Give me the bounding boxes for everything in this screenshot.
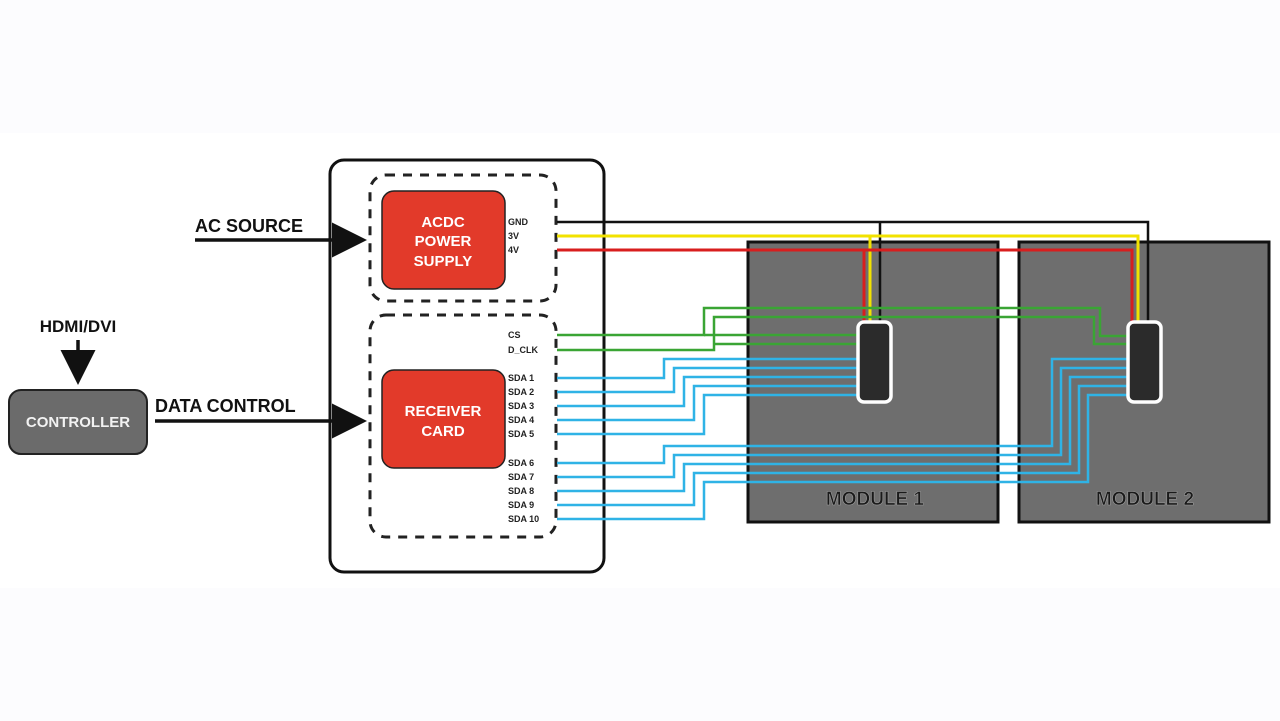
power-supply-line-3: SUPPLY bbox=[414, 253, 473, 270]
pin-label-gnd: GND bbox=[508, 217, 529, 227]
wire-sda-9 bbox=[557, 384, 1128, 507]
pin-label-sda-8: SDA 8 bbox=[508, 486, 534, 496]
pin-labels: GND 3V 4V CS D_CLK SDA 1 SDA 2 SDA 3 SDA 4 SDA 5 S… bbox=[508, 217, 539, 524]
wire-gnd bbox=[557, 220, 1150, 322]
pin-label-sda-4: SDA 4 bbox=[508, 415, 534, 425]
module-1-connector bbox=[856, 320, 893, 404]
wire-sda-3 bbox=[557, 375, 858, 408]
wire-sda-4 bbox=[557, 384, 858, 422]
wire-4v bbox=[557, 248, 1134, 322]
wire-cs-module-2 bbox=[557, 306, 1128, 338]
pin-label-sda-2: SDA 2 bbox=[508, 387, 534, 397]
pin-label-3v: 3V bbox=[508, 231, 519, 241]
receiver-card-block bbox=[381, 369, 506, 469]
hdmi-dvi-label: HDMI/DVI bbox=[40, 317, 117, 336]
module-2-connector bbox=[1126, 320, 1163, 404]
wire-dclk-module-2 bbox=[557, 315, 1128, 352]
wire-sda-5 bbox=[557, 393, 858, 436]
wire-sda-7 bbox=[557, 366, 1128, 479]
power-supply-line-2: POWER bbox=[415, 233, 472, 250]
pin-label-d-clk: D_CLK bbox=[508, 345, 539, 355]
pin-label-sda-7: SDA 7 bbox=[508, 472, 534, 482]
receiver-card-line-2: CARD bbox=[421, 423, 464, 440]
pin-label-sda-1: SDA 1 bbox=[508, 373, 534, 383]
pin-label-cs: CS bbox=[508, 330, 521, 340]
data-control-label: DATA CONTROL bbox=[155, 396, 296, 416]
pin-label-sda-10: SDA 10 bbox=[508, 514, 539, 524]
wire-sda-6 bbox=[557, 357, 1128, 465]
wire-sda-10 bbox=[557, 393, 1128, 521]
ac-source-label: AC SOURCE bbox=[195, 216, 303, 236]
controller-label: CONTROLLER bbox=[26, 414, 130, 431]
pin-label-sda-5: SDA 5 bbox=[508, 429, 534, 439]
pin-label-sda-6: SDA 6 bbox=[508, 458, 534, 468]
module-1-label: MODULE 1 bbox=[826, 489, 925, 510]
wire-sda-8 bbox=[557, 375, 1128, 493]
wires bbox=[557, 220, 1150, 521]
pin-label-sda-9: SDA 9 bbox=[508, 500, 534, 510]
receiver-card-line-1: RECEIVER bbox=[405, 403, 482, 420]
power-supply-block bbox=[381, 190, 506, 290]
controller-block bbox=[8, 389, 148, 455]
receiver-group-dashed bbox=[368, 313, 558, 539]
module-2-label: MODULE 2 bbox=[1096, 489, 1194, 510]
pin-label-sda-3: SDA 3 bbox=[508, 401, 534, 411]
power-supply-line-1: ACDC bbox=[421, 214, 464, 231]
pin-label-4v: 4V bbox=[508, 245, 519, 255]
wire-sda-1 bbox=[557, 357, 858, 380]
wire-sda-2 bbox=[557, 366, 858, 394]
power-group-dashed bbox=[368, 173, 558, 303]
